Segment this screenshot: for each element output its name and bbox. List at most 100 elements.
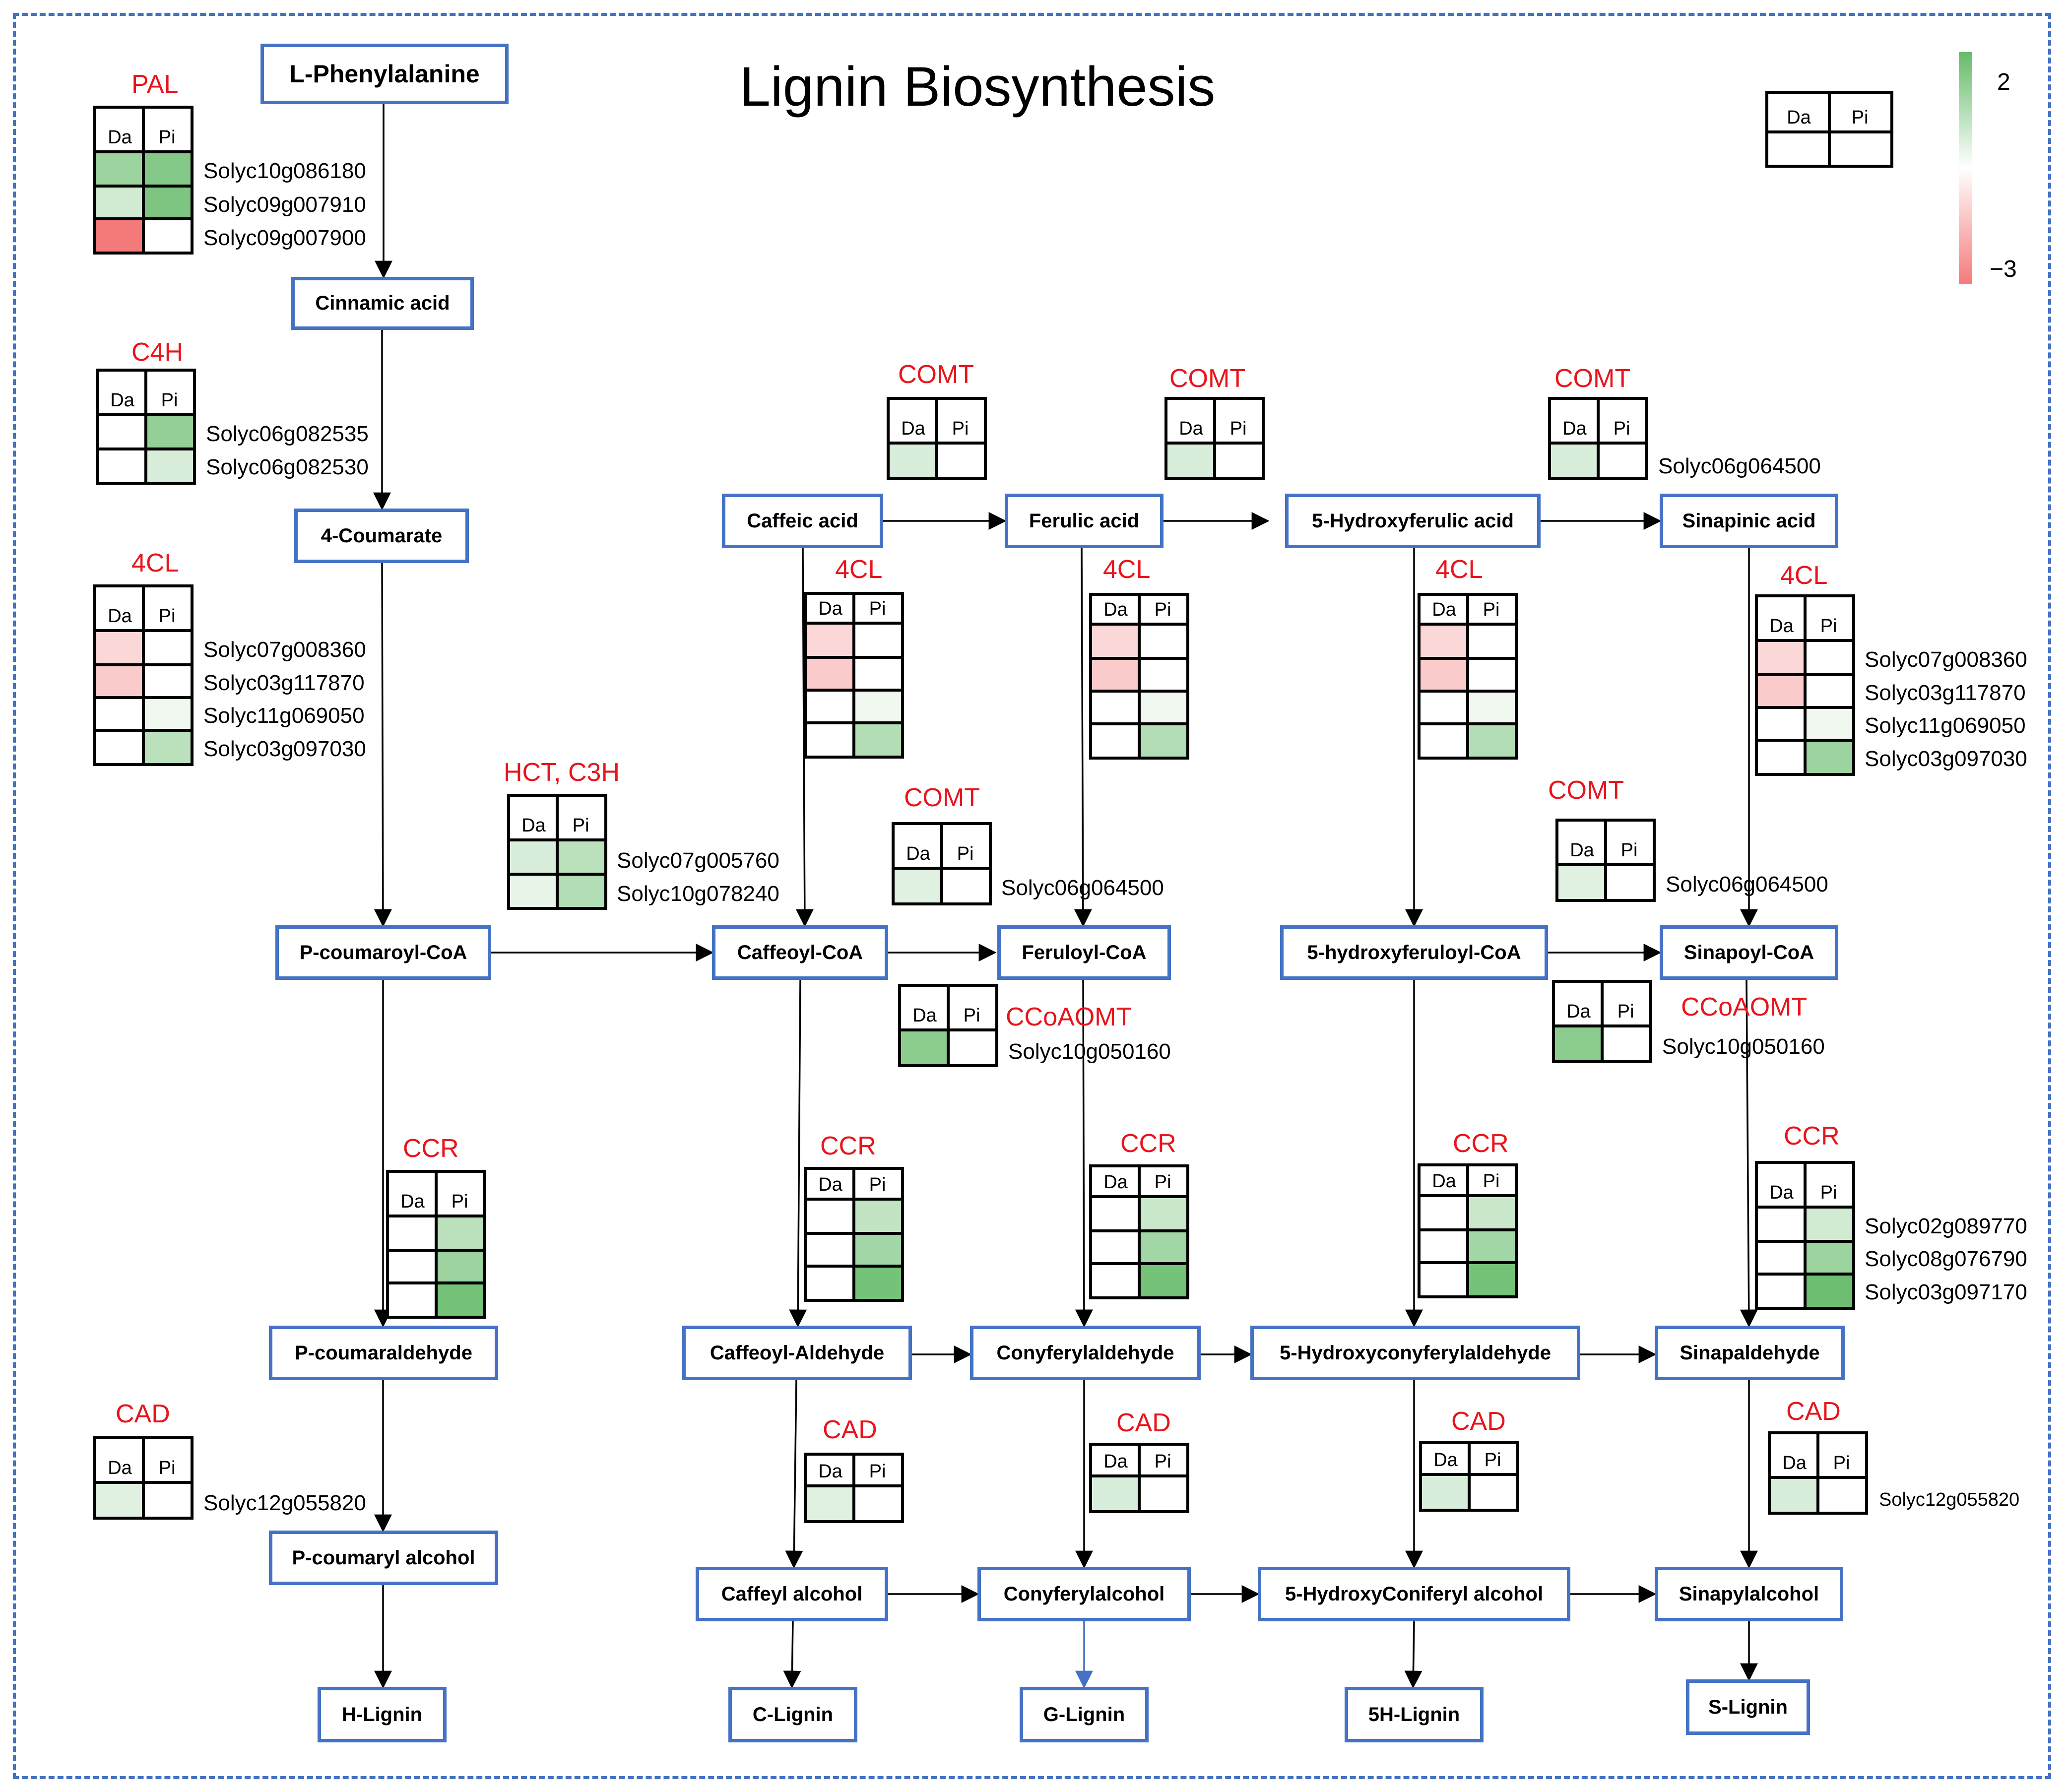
heatmap-cell-da bbox=[389, 1283, 436, 1316]
heatmap-cell-pi bbox=[436, 1283, 483, 1316]
heatmap-row bbox=[1551, 445, 1645, 477]
heatmap-cell-da bbox=[96, 219, 143, 252]
gene-label: Solyc11g069050 bbox=[203, 704, 365, 728]
heatmap-row bbox=[1092, 1477, 1186, 1510]
heatmap-cell-pi bbox=[1805, 1241, 1852, 1274]
heatmap-cell-da bbox=[1092, 1264, 1139, 1296]
heatmap-col-da: Da bbox=[1566, 1001, 1591, 1022]
heatmap-column-divider bbox=[142, 109, 145, 252]
heatmap-col-pi: Pi bbox=[158, 1458, 176, 1478]
enzyme-label-4cl: 4CL bbox=[1780, 561, 1828, 590]
heatmap-cell-pi bbox=[143, 219, 191, 252]
heatmap-row bbox=[807, 625, 901, 657]
heatmap-col-pi: Pi bbox=[963, 1005, 980, 1026]
node-s-lignin: S-Lignin bbox=[1686, 1679, 1810, 1735]
enzyme-label-ccr: CCR bbox=[1120, 1129, 1176, 1158]
heatmap-column-divider bbox=[852, 595, 855, 756]
heatmap-cell-da bbox=[96, 632, 143, 665]
heatmap-cell-pi bbox=[1215, 445, 1262, 477]
heatmap-column-divider bbox=[1816, 1434, 1819, 1512]
heatmap-col-pi: Pi bbox=[451, 1191, 468, 1212]
heatmap-col-pi: Pi bbox=[1484, 1450, 1501, 1471]
heatmap-column-divider bbox=[852, 1456, 855, 1520]
heatmap-row bbox=[510, 873, 604, 907]
heatmap-cell-pi bbox=[1139, 724, 1186, 757]
heatmap-cell-pi bbox=[1818, 1479, 1865, 1512]
heatmap-cell-da bbox=[807, 723, 854, 756]
heatmap-col-da: Da bbox=[1782, 1453, 1807, 1473]
heatmap-cell-pi bbox=[1139, 626, 1186, 658]
node-5-hydroxyconyferylaldehyde: 5-Hydroxyconyferylaldehyde bbox=[1250, 1326, 1580, 1380]
enzyme-label-ccr: CCR bbox=[820, 1132, 876, 1160]
diagram-frame bbox=[13, 13, 2051, 1779]
heatmap-col-pi: Pi bbox=[158, 127, 176, 148]
heatmap-cell-pi bbox=[948, 1031, 995, 1064]
node-5-hydroxyferuloyl-coa: 5-hydroxyferuloyl-CoA bbox=[1280, 925, 1548, 980]
heatmap-ccoaomt: Da Pi bbox=[1552, 980, 1652, 1063]
heatmap-column-divider bbox=[935, 400, 938, 477]
gene-label: Solyc03g097170 bbox=[1865, 1280, 2027, 1304]
heatmap-cell-da bbox=[890, 445, 937, 477]
heatmap-cell-da bbox=[96, 153, 143, 186]
heatmap-col-da: Da bbox=[818, 598, 842, 619]
heatmap-col-pi: Pi bbox=[952, 418, 969, 439]
heatmap-col-pi: Pi bbox=[1617, 1001, 1634, 1022]
heatmap-row bbox=[1421, 626, 1515, 658]
heatmap-cell-da bbox=[1092, 1231, 1139, 1264]
heatmap-cell-pi bbox=[1805, 707, 1852, 740]
node-ferulic-acid: Ferulic acid bbox=[1005, 494, 1164, 548]
heatmap-col-pi: Pi bbox=[572, 815, 589, 836]
legend-key: Da Pi bbox=[1765, 91, 1893, 168]
heatmap-cell-da bbox=[96, 1484, 143, 1517]
heatmap-row bbox=[389, 1249, 483, 1283]
heatmap-cell-da bbox=[1167, 445, 1215, 477]
heatmap-cell-pi bbox=[1468, 626, 1515, 658]
gene-label: Solyc10g078240 bbox=[617, 882, 779, 906]
enzyme-label-cad: CAD bbox=[1116, 1408, 1171, 1437]
gene-label: Solyc08g076790 bbox=[1865, 1247, 2027, 1271]
heatmap-column-divider bbox=[1804, 597, 1807, 773]
node-cinnamic-acid: Cinnamic acid bbox=[291, 277, 474, 330]
heatmap-cell-da bbox=[1092, 626, 1139, 658]
heatmap-row bbox=[1758, 1209, 1852, 1241]
enzyme-label-4cl: 4CL bbox=[1103, 555, 1151, 584]
node-p-coumaraldehyde: P-coumaraldehyde bbox=[269, 1326, 498, 1380]
heatmap-col-da: Da bbox=[1562, 418, 1587, 439]
legend-color-bar bbox=[1959, 52, 1972, 284]
gene-label: Solyc06g082530 bbox=[206, 455, 369, 479]
node-sinapylalcohol: Sinapylalcohol bbox=[1655, 1567, 1843, 1621]
heatmap-row bbox=[96, 153, 191, 186]
node-h-lignin: H-Lignin bbox=[318, 1687, 447, 1742]
heatmap-cell-pi bbox=[557, 841, 604, 874]
enzyme-label-ccr: CCR bbox=[403, 1134, 459, 1163]
heatmap-cell-pi bbox=[1139, 1198, 1186, 1231]
heatmap-cell-pi bbox=[854, 1201, 901, 1233]
heatmap-cell-da bbox=[1758, 642, 1805, 675]
node-caffeoyl-aldehyde: Caffeoyl-Aldehyde bbox=[682, 1326, 912, 1380]
heatmap-cell-da bbox=[1421, 724, 1468, 757]
heatmap-col-da: Da bbox=[521, 815, 546, 836]
heatmap-cell-da bbox=[1758, 1209, 1805, 1241]
heatmap-cell-da bbox=[1421, 691, 1468, 724]
heatmap-cell-pi bbox=[1139, 1477, 1186, 1510]
heatmap-row bbox=[510, 841, 604, 874]
gene-label: Solyc03g097030 bbox=[1865, 747, 2027, 771]
arrow-cou-pcoa bbox=[374, 563, 392, 927]
heatmap-cell-pi bbox=[1805, 1274, 1852, 1307]
gene-label: Solyc06g082535 bbox=[206, 422, 369, 446]
heatmap-row bbox=[807, 1201, 901, 1233]
heatmap-cell-da bbox=[1421, 1263, 1468, 1295]
enzyme-label-ccoaomt: CCoAOMT bbox=[1681, 993, 1808, 1022]
enzyme-label-comt: COMT bbox=[1554, 364, 1631, 393]
legend-col-b: Pi bbox=[1851, 107, 1869, 128]
heatmap-col-pi: Pi bbox=[869, 1461, 886, 1482]
heatmap-cell-da bbox=[1771, 1479, 1818, 1512]
gene-label: Solyc10g086180 bbox=[203, 159, 366, 183]
heatmap-column-divider bbox=[435, 1173, 438, 1316]
node-p-coumaroyl-coa: P-coumaroyl-CoA bbox=[275, 925, 491, 980]
heatmap-col-da: Da bbox=[818, 1174, 842, 1195]
